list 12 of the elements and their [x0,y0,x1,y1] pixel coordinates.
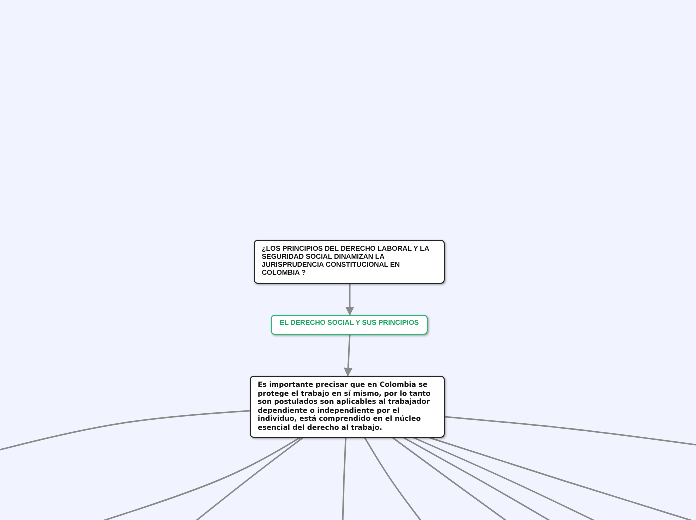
connector [444,416,696,446]
connector [194,437,304,520]
note-box [250,376,445,438]
connector [392,437,508,520]
connector [364,438,423,520]
connector [404,437,552,520]
connector [344,334,353,377]
connector [342,438,347,520]
question-box [254,240,445,284]
connector [346,284,354,316]
connector [0,410,250,451]
topic-box [271,315,428,335]
